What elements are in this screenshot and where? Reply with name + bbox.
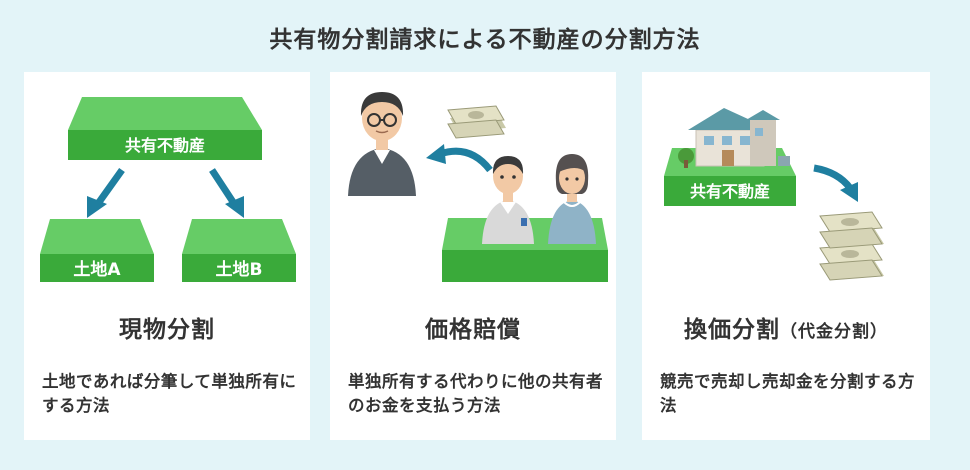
card-title-main: 換価分割 (684, 317, 780, 343)
page-title: 共有物分割請求による不動産の分割方法 (269, 27, 701, 53)
card-title-sub: （代金分割） (780, 322, 888, 342)
card-title: 換価分割（代金分割） (642, 310, 930, 344)
man-with-glasses-icon (348, 92, 416, 196)
arrow-left-icon (426, 144, 493, 173)
card-description: 単独所有する代わりに他の共有者のお金を支払う方法 (348, 372, 603, 415)
shared-property-label: 共有不動産 (125, 136, 205, 155)
house-icon (678, 108, 790, 168)
card-title: 現物分割 (119, 317, 215, 343)
card-auction-division: 共有不動産 (642, 72, 930, 440)
money-bundle-icon (447, 105, 506, 139)
land-a-block: 土地A (40, 219, 154, 282)
arrow-right-icon (209, 168, 244, 218)
card-description: 競売で売却し売却金を分割する方法 (660, 372, 915, 415)
physical-division-illustration: 共有不動産 土地A 土地B (40, 97, 296, 282)
woman-icon (548, 154, 596, 244)
land-b-label: 土地B (216, 259, 263, 280)
card-description: 土地であれば分筆して単独所有にする方法 (42, 372, 297, 415)
card-price-compensation: 価格賠償 単独所有する代わりに他の共有者のお金を支払う方法 (330, 72, 616, 440)
land-a-label: 土地A (73, 259, 121, 280)
man-icon (482, 156, 534, 244)
card-physical-division: 共有不動産 土地A 土地B 現物分割 土地であれば分筆して単独所有にする方法 (24, 72, 310, 440)
shared-property-block: 共有不動産 (68, 97, 262, 160)
auction-division-illustration: 共有不動産 (664, 108, 884, 281)
arrow-down-right-icon (813, 164, 858, 202)
shared-property-label: 共有不動産 (690, 182, 770, 201)
arrow-left-icon (87, 167, 125, 218)
card-title: 価格賠償 (425, 317, 521, 343)
land-b-block: 土地B (182, 219, 296, 282)
money-bundle-icon (819, 211, 884, 281)
price-compensation-illustration (348, 92, 608, 282)
